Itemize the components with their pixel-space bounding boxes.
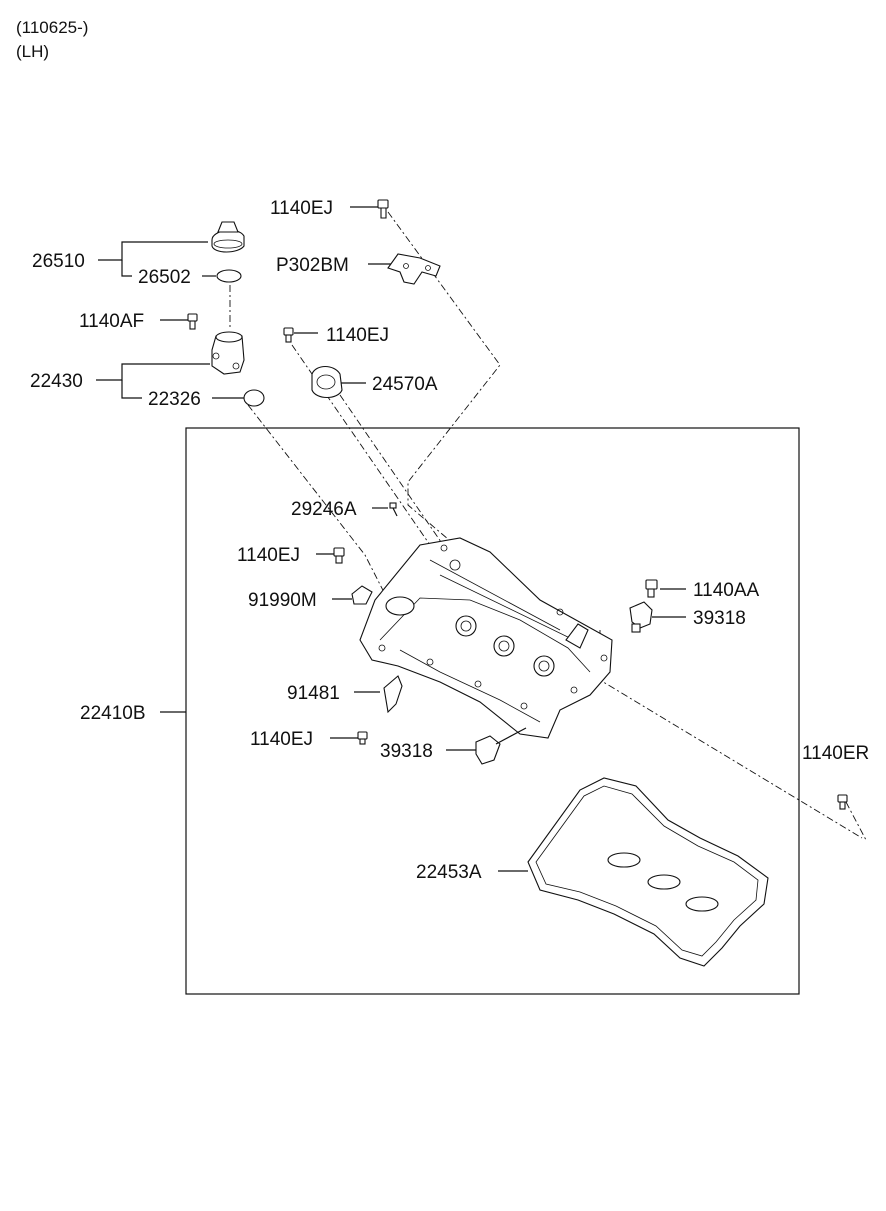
label-P302BM: P302BM <box>276 255 349 276</box>
o-ring-22326 <box>243 389 265 407</box>
label-29246A: 29246A <box>291 499 357 520</box>
pin-29246A <box>389 502 398 517</box>
label-39318-low: 39318 <box>380 741 433 762</box>
bolt-1140AA <box>645 579 658 598</box>
label-26502: 26502 <box>138 267 191 288</box>
part-labels: 1140EJ P302BM 26510 26502 1140AF 1140EJ … <box>30 198 869 883</box>
filler-neck-22430 <box>211 331 245 375</box>
label-22453A: 22453A <box>416 862 482 883</box>
label-26510: 26510 <box>32 251 85 272</box>
gasket-91481 <box>383 675 403 714</box>
label-1140EJ-mid: 1140EJ <box>326 325 389 346</box>
label-1140EJ-low: 1140EJ <box>250 729 313 750</box>
bolt-1140AF <box>187 313 198 330</box>
label-1140AF: 1140AF <box>79 311 144 332</box>
gasket-22453A <box>527 777 769 967</box>
label-22410B: 22410B <box>80 703 146 724</box>
leader-lines <box>96 206 686 872</box>
o-ring-26502 <box>216 269 242 283</box>
bolt-1140EJ-mid <box>283 327 294 343</box>
assembly-guide-lines <box>229 211 867 841</box>
label-1140AA: 1140AA <box>693 580 760 601</box>
bolt-1140ER <box>837 794 848 810</box>
label-91990M: 91990M <box>248 590 317 611</box>
bolt-1140EJ-top <box>377 199 389 219</box>
label-22326: 22326 <box>148 389 201 410</box>
clip-91990M <box>351 585 373 605</box>
header-side: (LH) <box>16 42 50 61</box>
bolt-1140EJ-low <box>357 731 368 745</box>
label-1140EJ-top: 1140EJ <box>270 198 333 219</box>
label-91481: 91481 <box>287 683 340 704</box>
oil-filler-cap <box>211 221 245 253</box>
label-24570A: 24570A <box>372 374 438 395</box>
cover-24570A <box>311 365 343 399</box>
label-1140ER: 1140ER <box>802 743 869 764</box>
label-39318-right: 39318 <box>693 608 746 629</box>
bolt-1140EJ-left <box>333 547 345 564</box>
bracket-P302BM <box>387 253 441 285</box>
label-22430: 22430 <box>30 371 83 392</box>
assembly-frame <box>185 427 800 995</box>
header-serial: (110625-) <box>16 18 89 37</box>
sensor-39318-right <box>629 601 653 633</box>
sensor-39318-low <box>475 727 527 765</box>
cylinder-head-cover-22410B <box>359 537 613 739</box>
label-1140EJ-left: 1140EJ <box>237 545 300 566</box>
